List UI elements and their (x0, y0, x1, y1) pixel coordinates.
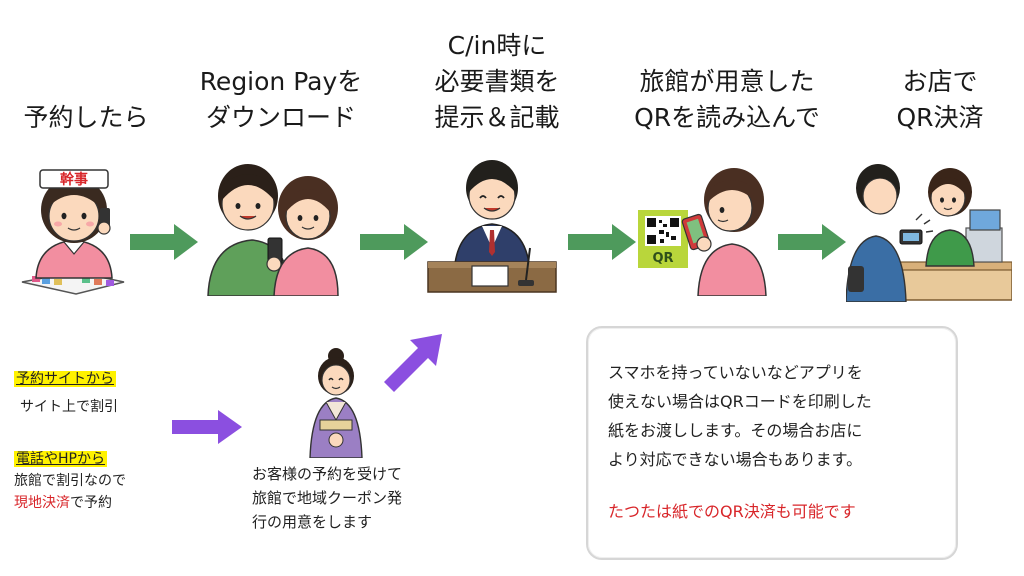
booking-site-text: サイト上で割引 (20, 399, 118, 415)
phone-hp-line-1: 旅館で割引なので (14, 473, 126, 489)
step-1-title-line: 予約したら (23, 103, 149, 132)
step-2-title-line: Region Payを (199, 67, 363, 96)
step-2-title-line: ダウンロード (205, 103, 356, 132)
step-5-title: お店で QR決済 (876, 64, 1004, 136)
step-4-title: 旅館が用意した QRを読み込んで (612, 64, 842, 136)
booking-site-heading: 予約サイトから (14, 371, 116, 387)
step-3-title: C/in時に 必要書類を 提示＆記載 (414, 28, 580, 136)
ryokan-note-line: お客様の予約を受けて (252, 465, 403, 483)
step-2-title: Region Payを ダウンロード (188, 64, 374, 136)
info-box-line: 紙をお渡しします。その場合お店に (608, 421, 863, 440)
paper-qr-info-box: スマホを持っていないなどアプリを 使えない場合はQRコードを印刷した 紙をお渡し… (586, 326, 958, 560)
info-box-line: より対応できない場合もあります。 (608, 450, 863, 469)
qr-card-label: QR (652, 251, 673, 266)
info-box-red-line: たつたは紙でのQR決済も可能です (608, 502, 856, 521)
front-desk-illustration (427, 160, 557, 293)
phone-hp-note: 電話やHPから 旅館で割引なので 現地決済で予約 (14, 448, 126, 514)
headband-text: 幹事 (60, 171, 88, 188)
info-box-line: 使えない場合はQRコードを印刷した (608, 392, 872, 411)
organizer-booking-illustration: 幹事 (21, 169, 125, 295)
step-4-title-line: 旅館が用意した (639, 67, 815, 96)
step-3-title-line: 提示＆記載 (434, 103, 560, 132)
ryokan-coupon-note: お客様の予約を受けて 旅館で地域クーポン発 行の用意をします (252, 462, 402, 534)
step-5-title-line: お店で (902, 67, 978, 96)
phone-hp-line-2-rest: で予約 (70, 495, 112, 511)
ryokan-staff-illustration (309, 348, 363, 458)
step-5-title-line: QR決済 (896, 103, 984, 132)
onsite-payment-text: 現地決済 (14, 495, 70, 511)
arrow-up-right-purple (384, 334, 442, 392)
info-box-line: スマホを持っていないなどアプリを (608, 363, 863, 382)
arrow-right-4 (778, 224, 846, 260)
step-4-title-line: QRを読み込んで (634, 103, 820, 132)
arrow-right-purple (172, 410, 242, 444)
arrow-right-3 (568, 224, 636, 260)
phone-hp-line-2: 現地決済で予約 (14, 492, 126, 514)
couple-phone-illustration (207, 164, 339, 296)
step-3-title-line: 必要書類を (434, 67, 560, 96)
store-payment-illustration (846, 164, 1012, 302)
booking-site-note: 予約サイトから サイト上で割引 (14, 368, 118, 418)
step-1-title: 予約したら (12, 100, 160, 136)
step-3-title-line: C/in時に (447, 31, 547, 60)
arrow-right-2 (360, 224, 428, 260)
ryokan-note-line: 行の用意をします (252, 513, 373, 531)
ryokan-note-line: 旅館で地域クーポン発 (252, 489, 403, 507)
phone-hp-heading: 電話やHPから (14, 451, 107, 467)
arrow-right-1 (130, 224, 198, 260)
qr-scanning-illustration: QR (638, 168, 767, 296)
